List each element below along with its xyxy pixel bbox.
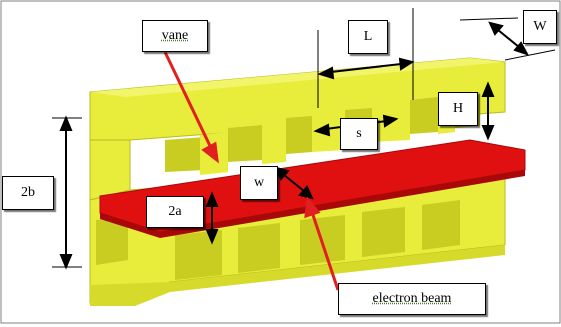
- lower-cavities: [96, 200, 460, 280]
- label-2a: 2a: [146, 196, 204, 228]
- label-w: w: [240, 166, 278, 200]
- label-W: W: [523, 10, 557, 44]
- label-H: H: [438, 92, 478, 126]
- label-s: s: [340, 118, 378, 150]
- label-electron-beam: electron beam: [338, 283, 486, 315]
- beam-edge: [100, 170, 525, 238]
- dimension-lines: [52, 8, 556, 270]
- label-vane: vane: [142, 20, 208, 52]
- label-L: L: [348, 20, 388, 54]
- bottom-ledge: [90, 245, 505, 306]
- label-2b: 2b: [2, 176, 54, 210]
- pointer-arrows: [163, 51, 340, 291]
